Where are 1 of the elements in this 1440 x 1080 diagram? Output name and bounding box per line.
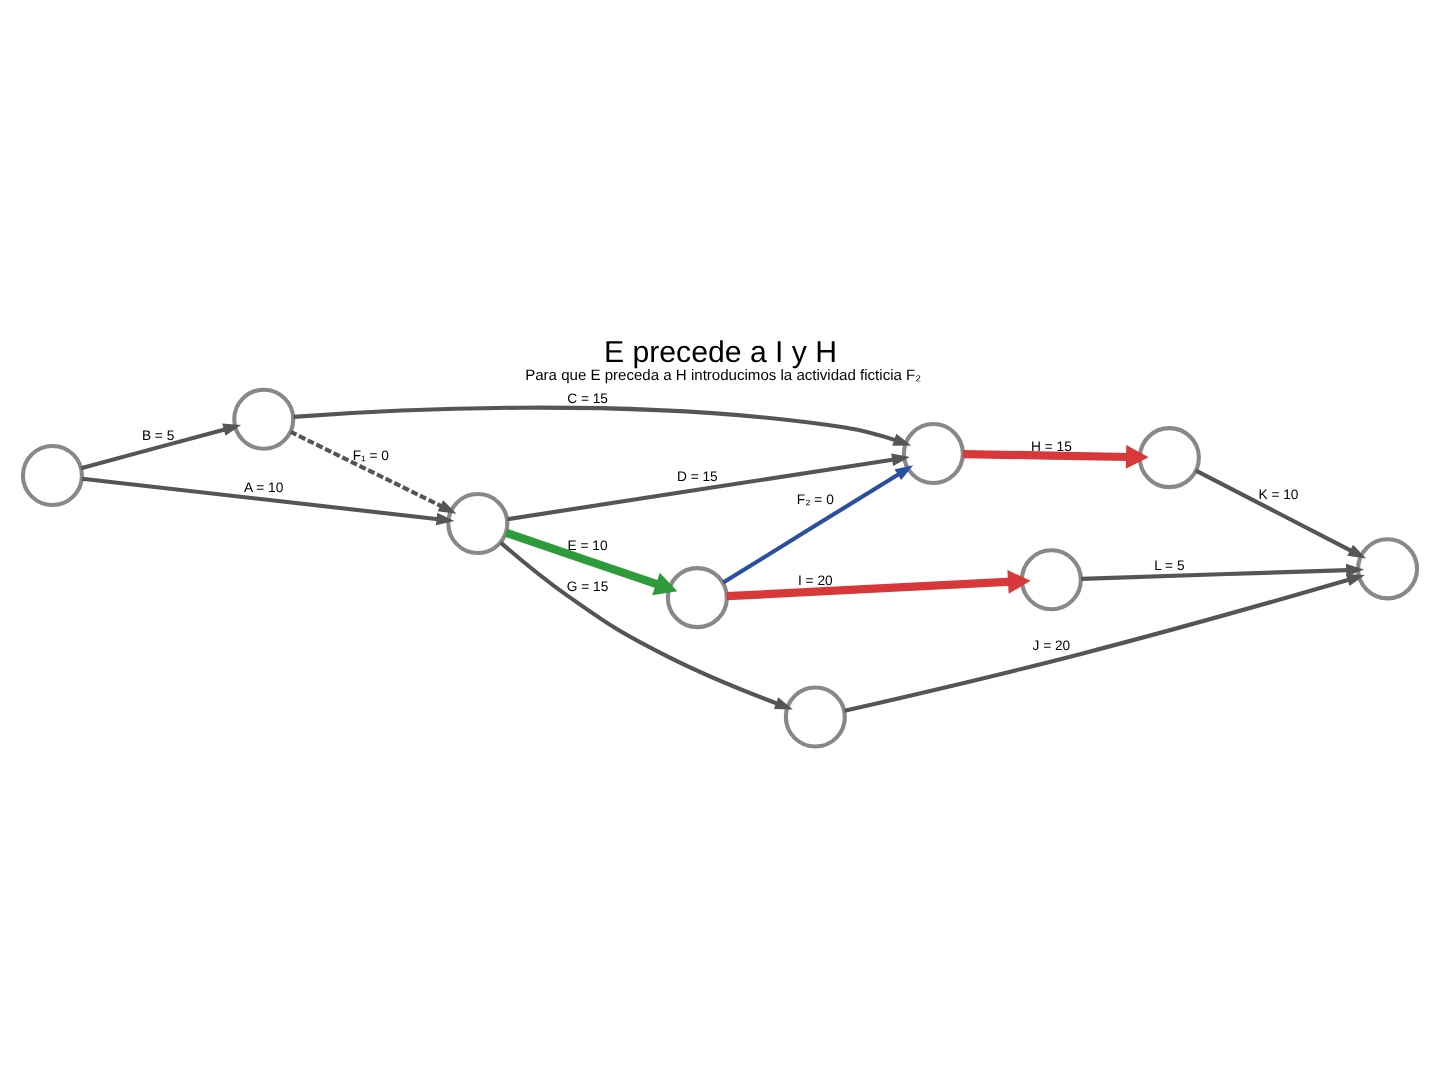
diagram-title: E precede a I y H — [604, 335, 838, 370]
